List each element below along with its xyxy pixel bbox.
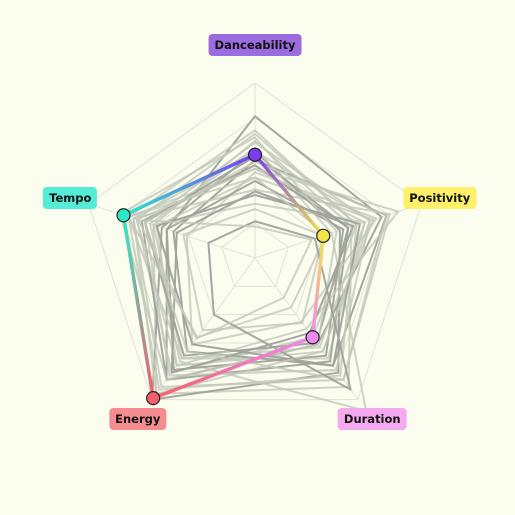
axis-label-energy: Energy — [109, 408, 167, 431]
highlight-point-duration — [305, 330, 320, 345]
background-series-line — [144, 160, 388, 381]
axis-label-tempo: Tempo — [43, 186, 98, 209]
background-series-line — [135, 167, 400, 367]
highlight-segment-duration-to-energy — [151, 335, 315, 400]
axis-label-positivity: Positivity — [403, 186, 477, 209]
highlight-segment-energy-to-tempo — [121, 213, 155, 400]
background-series-line — [152, 139, 353, 395]
grid-ring-1 — [221, 222, 289, 287]
highlight-series — [116, 147, 331, 406]
highlight-point-tempo — [116, 208, 131, 223]
highlight-point-positivity — [316, 228, 331, 243]
grid-ring-4 — [121, 117, 389, 372]
background-series-line — [137, 219, 313, 340]
background-series-line — [170, 190, 355, 374]
background-series-line — [132, 150, 371, 395]
grid-ring-5 — [87, 82, 423, 401]
highlight-point-energy — [146, 391, 161, 406]
background-series-line — [149, 146, 368, 412]
highlight-point-danceability — [247, 147, 263, 162]
axis-spoke-positivity — [254, 203, 422, 259]
axis-spoke-tempo — [88, 203, 256, 259]
highlight-segment-tempo-to-danceability — [121, 153, 257, 218]
highlight-segment-positivity-to-duration — [310, 234, 325, 340]
axis-label-danceability: Danceability — [208, 33, 302, 56]
background-series-line — [182, 208, 325, 332]
axis-label-duration: Duration — [337, 408, 407, 431]
highlight-segment-danceability-to-positivity — [253, 153, 325, 238]
background-series-line — [207, 220, 352, 391]
